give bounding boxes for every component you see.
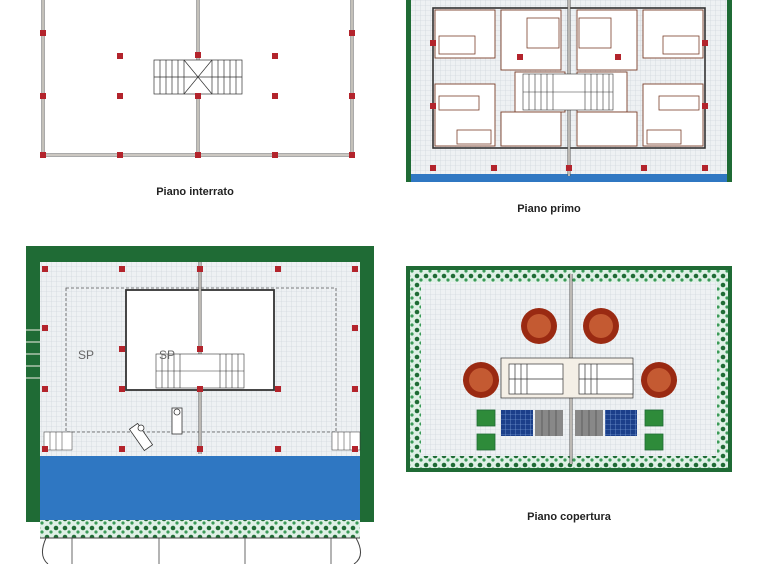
first-floor-title: Piano primo	[517, 203, 581, 215]
ground-floor-plan: SP SP	[26, 246, 374, 564]
ground-floor-columns	[42, 266, 358, 452]
first-floor-plan	[406, 0, 732, 182]
ground-floor-pool-edge	[40, 520, 360, 538]
basement-plan	[40, 0, 355, 158]
roof-plan	[406, 266, 732, 472]
roof-trees	[463, 308, 677, 398]
basement-stairs	[153, 59, 243, 95]
first-floor-stairs	[522, 73, 614, 111]
first-floor-water	[411, 174, 727, 182]
ground-floor-label-left: SP	[78, 348, 94, 362]
ground-floor-loungers	[128, 407, 183, 452]
ground-floor-stairs	[155, 353, 245, 389]
roof-planters	[476, 409, 664, 451]
roof-stair-core	[500, 357, 634, 399]
roof-solar-panels	[501, 410, 637, 436]
roof-title: Piano copertura	[527, 511, 611, 523]
first-floor-columns	[430, 40, 708, 171]
basement-title: Piano interrato	[156, 186, 234, 198]
ground-floor-label-center: SP	[159, 348, 175, 362]
basement-columns	[40, 30, 355, 158]
ground-floor-pool	[40, 456, 360, 520]
